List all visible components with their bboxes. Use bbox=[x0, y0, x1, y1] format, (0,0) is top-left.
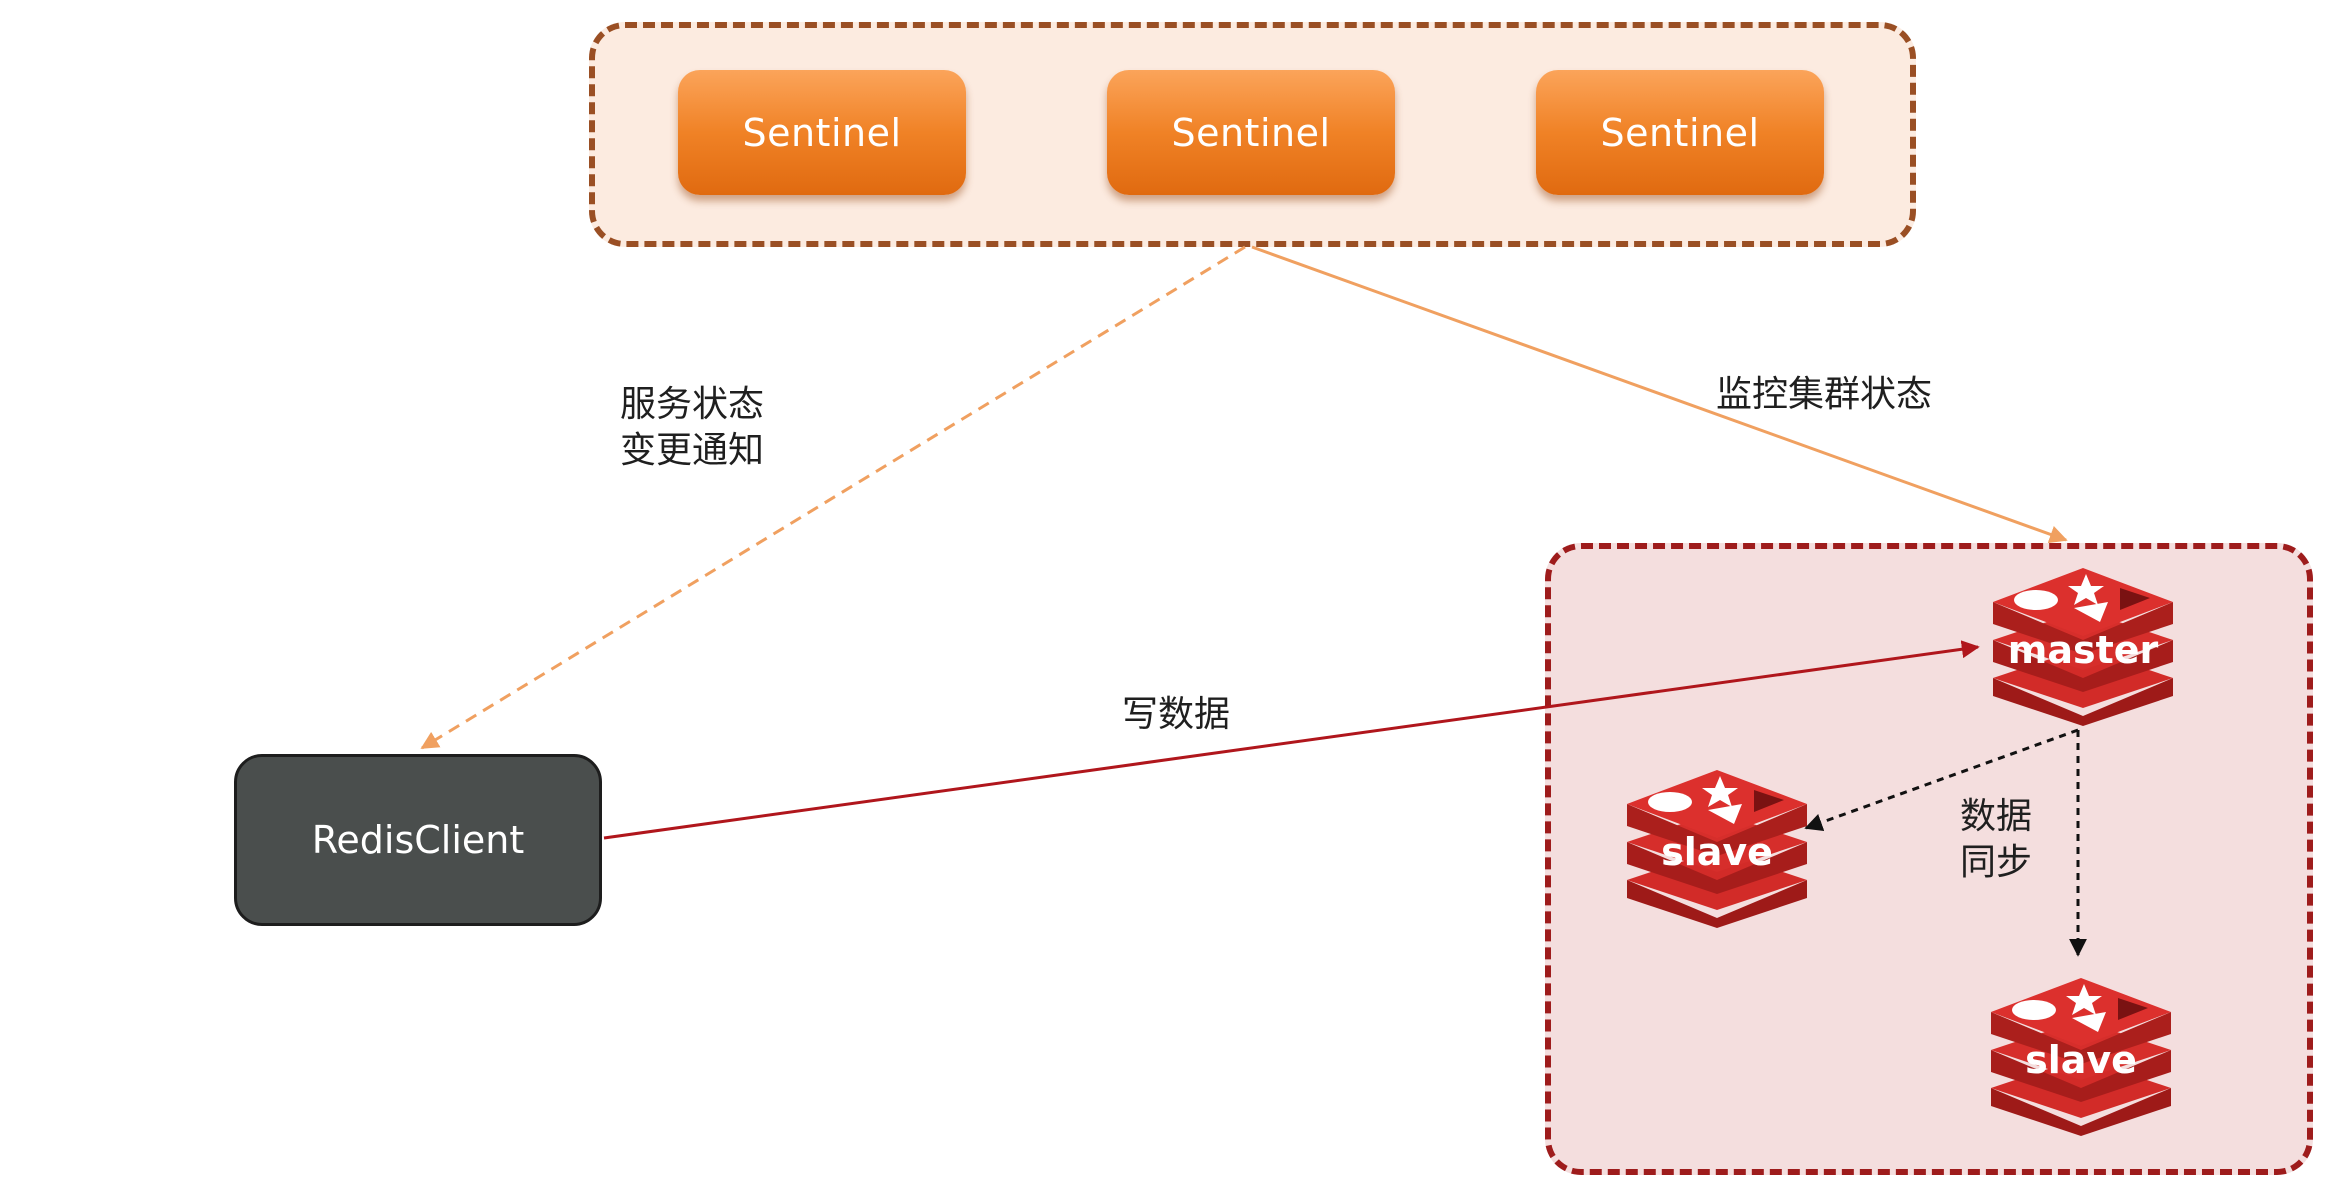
redis-cluster-box bbox=[1545, 543, 2313, 1175]
sync-arrow-left bbox=[1804, 728, 2079, 831]
master-label: master bbox=[2007, 628, 2159, 672]
notify-arrow bbox=[420, 245, 1246, 750]
sync-label: 数据 同步 bbox=[1960, 794, 2032, 886]
slave-bottom-label: slave bbox=[2025, 1038, 2137, 1082]
redis-slave-node-bottom: slave bbox=[1986, 968, 2176, 1138]
sync-label-line1: 数据 bbox=[1960, 796, 2033, 837]
redis-logo-icon bbox=[1993, 568, 2173, 726]
notify-label-line2: 变更通知 bbox=[620, 430, 765, 471]
slave-left-label: slave bbox=[1661, 830, 1773, 874]
monitor-label: 监控集群状态 bbox=[1716, 374, 1933, 415]
redis-slave-node-left: slave bbox=[1622, 760, 1812, 930]
notify-label-line1: 服务状态 bbox=[620, 384, 765, 425]
redis-client-node: RedisClient bbox=[234, 754, 602, 926]
sentinel-node-2: Sentinel bbox=[1107, 70, 1395, 195]
redis-logo-icon bbox=[1991, 978, 2171, 1136]
write-label: 写数据 bbox=[1122, 694, 1231, 735]
redis-master-node: master bbox=[1988, 558, 2178, 728]
sentinel-node-3: Sentinel bbox=[1536, 70, 1824, 195]
sync-label-line2: 同步 bbox=[1960, 842, 2033, 883]
sentinel-node-1: Sentinel bbox=[678, 70, 966, 195]
notify-label: 服务状态 变更通知 bbox=[620, 382, 764, 474]
redis-logo-icon bbox=[1627, 770, 1807, 928]
monitor-arrow bbox=[1251, 245, 2068, 543]
write-arrow bbox=[603, 640, 1980, 840]
